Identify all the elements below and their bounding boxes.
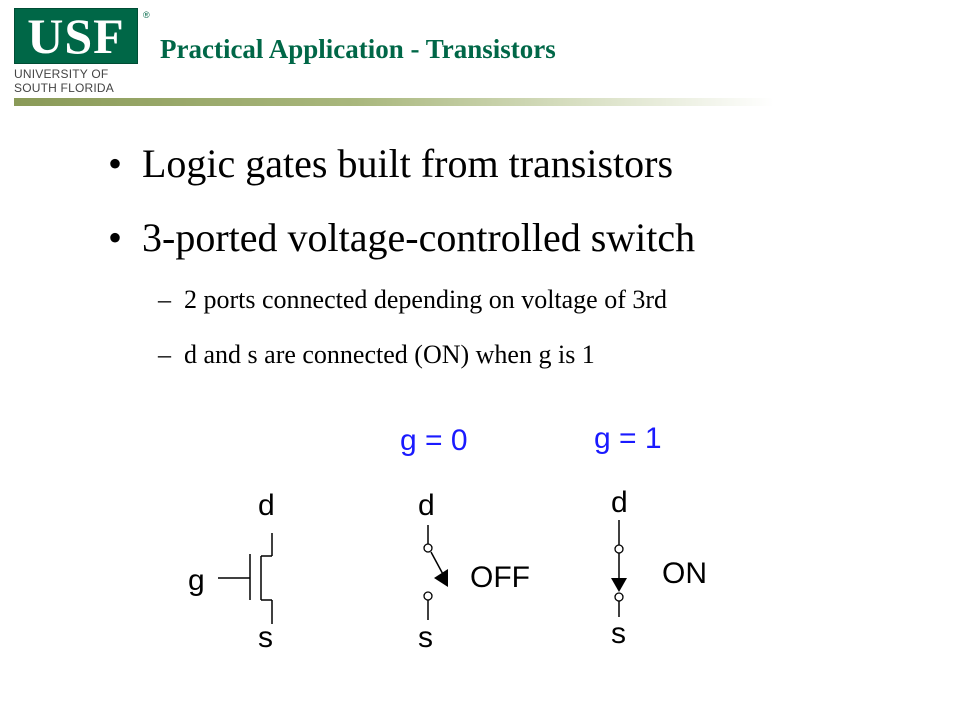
condition-g0-label: g = 0 — [400, 424, 468, 457]
transistor-drain-label: d — [258, 489, 275, 522]
off-drain-label: d — [418, 489, 435, 522]
bullet-item: • 3-ported voltage-controlled switch — [108, 214, 695, 262]
on-source-label: s — [611, 617, 626, 650]
condition-g1-label: g = 1 — [594, 422, 662, 455]
bullet-marker: • — [108, 141, 123, 186]
switch-on-case: g = 1 d s ON — [594, 422, 707, 650]
on-drain-label: d — [611, 486, 628, 519]
subbullet-marker: – — [158, 285, 171, 314]
on-source-terminal — [614, 592, 624, 602]
on-drain-terminal — [614, 544, 624, 554]
bullet-text: 3-ported voltage-controlled switch — [142, 215, 696, 260]
off-state-label: OFF — [470, 561, 530, 594]
transistor-source-label: s — [258, 621, 273, 654]
off-drain-terminal — [423, 543, 433, 553]
subbullet-text: 2 ports connected depending on voltage o… — [184, 285, 668, 314]
on-state-label: ON — [662, 557, 707, 590]
logo-wordmark: USF — [14, 8, 138, 64]
subbullet-marker: – — [158, 340, 171, 369]
transistor-symbol: d g s — [188, 489, 275, 654]
bullet-item: • Logic gates built from transistors — [108, 140, 673, 188]
subbullet-item: –2 ports connected depending on voltage … — [158, 284, 667, 316]
off-source-label: s — [418, 621, 433, 654]
logo-registered-mark: ® — [143, 10, 150, 20]
bullet-text: Logic gates built from transistors — [142, 141, 674, 186]
switch-off-case: g = 0 d s OFF — [400, 424, 530, 654]
logo-line-2: SOUTH FLORIDA — [14, 81, 114, 95]
title-divider — [14, 98, 774, 106]
subbullet-item: –d and s are connected (ON) when g is 1 — [158, 339, 595, 371]
usf-logo: USF ® UNIVERSITY OF SOUTH FLORIDA — [14, 8, 150, 96]
subbullet-text: d and s are connected (ON) when g is 1 — [184, 340, 595, 369]
bullet-marker: • — [108, 215, 123, 260]
transistor-gate-label: g — [188, 564, 205, 597]
logo-line-1: UNIVERSITY OF — [14, 67, 109, 81]
slide-title: Practical Application - Transistors — [160, 34, 556, 64]
transistor-switch-diagram: d g s g = 0 d s OFF g = 1 d s ON — [188, 422, 707, 654]
on-arrow-icon — [611, 578, 627, 592]
off-arrow-icon — [434, 569, 448, 587]
off-source-terminal — [423, 591, 433, 601]
